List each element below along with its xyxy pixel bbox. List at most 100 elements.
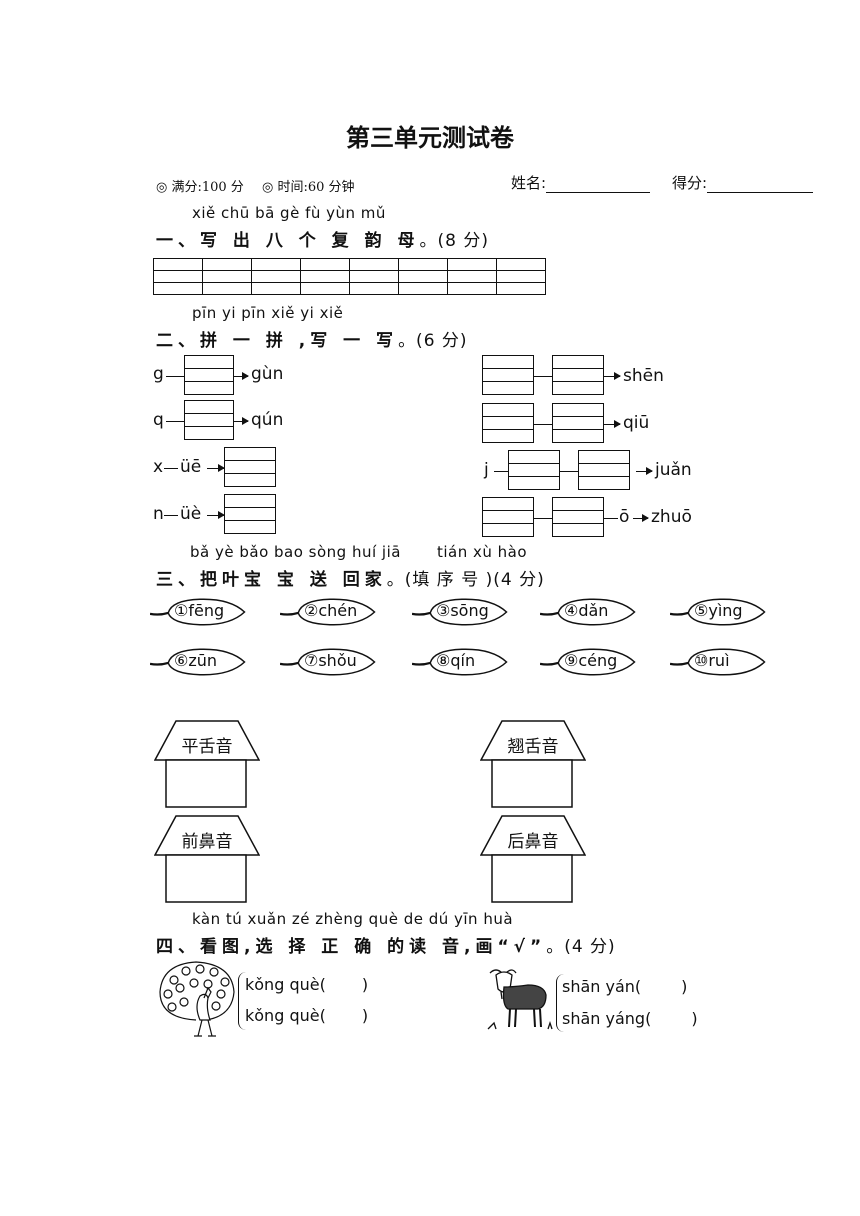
page-title: 第三单元测试卷 (346, 123, 514, 152)
syllable-shen: shēn (623, 366, 664, 386)
house-label: 前鼻音 (181, 832, 233, 852)
final-o: ō (619, 507, 630, 527)
writing-box-shen-initial[interactable] (482, 355, 534, 395)
writing-box-qun[interactable] (184, 400, 234, 440)
section3-pinyin: bǎ yè bǎo bao sòng huí jiā (190, 543, 401, 561)
arrow-icon (604, 420, 621, 428)
house-icon (154, 815, 260, 903)
house-front-nasal[interactable]: 前鼻音 (154, 815, 260, 903)
full-score-info: ◎ 满分:100 分 (156, 180, 244, 195)
score-field[interactable]: 得分: (672, 172, 814, 193)
leaf-icon (669, 598, 766, 626)
syllable-qiu: qiū (623, 413, 650, 433)
writing-box-xue[interactable] (224, 447, 276, 487)
initial-j: j (484, 460, 489, 480)
connector-line (534, 518, 552, 519)
leaf-icon (411, 648, 508, 676)
option-goat-1[interactable]: shān yán() (562, 977, 688, 996)
brace-icon (556, 974, 565, 1032)
final-ue-x: üē (180, 457, 202, 477)
writing-box-zhuo-initial[interactable] (482, 497, 534, 537)
leaf-icon (669, 648, 766, 676)
house-icon (480, 815, 586, 903)
section4-pinyin: kàn tú xuǎn zé zhèng què de dú yīn huà (192, 910, 514, 928)
house-icon (154, 720, 260, 808)
name-blank[interactable] (546, 176, 651, 193)
option-goat-2[interactable]: shān yáng() (562, 1009, 698, 1028)
option-peacock-1[interactable]: kǒng què() (245, 975, 369, 994)
writing-box-shen-final[interactable] (552, 355, 604, 395)
initial-g: g (153, 364, 164, 384)
writing-box-nue[interactable] (224, 494, 276, 534)
compound-vowel-grid[interactable] (153, 258, 546, 295)
syllable-zhuo: zhuō (651, 507, 692, 527)
score-label: 得分: (672, 174, 708, 192)
arrow-icon (636, 467, 653, 475)
syllable-qun: qún (251, 410, 284, 430)
goat-icon (487, 969, 553, 1030)
house-label: 平舌音 (181, 737, 233, 757)
connector-line (560, 471, 578, 472)
writing-box-gun[interactable] (184, 355, 234, 395)
leaf-7[interactable]: ⑦shǒu (279, 645, 380, 683)
arrow-icon (234, 417, 249, 425)
initial-n: n (153, 504, 164, 524)
leaf-10[interactable]: ⑩ruì (669, 645, 770, 683)
leaf-2[interactable]: ②chén (279, 595, 380, 633)
initial-x: x (153, 457, 164, 477)
leaf-4[interactable]: ④dǎn (539, 595, 640, 633)
writing-box-juan-final[interactable] (578, 450, 630, 490)
connector-line (164, 468, 178, 469)
leaf-6[interactable]: ⑥zūn (149, 645, 250, 683)
section1-pinyin: xiě chū bā gè fù yùn mǔ (192, 204, 386, 222)
leaf-1[interactable]: ①fēng (149, 595, 250, 633)
syllable-juan: juǎn (655, 460, 692, 480)
score-blank[interactable] (707, 176, 814, 193)
section2-heading: 二、拼 一 拼 ,写 一 写。(6 分) (156, 331, 468, 351)
leaf-5[interactable]: ⑤yìng (669, 595, 770, 633)
section2-pinyin: pīn yi pīn xiě yi xiě (192, 304, 344, 322)
syllable-gun: gùn (251, 364, 284, 384)
writing-box-qiu-initial[interactable] (482, 403, 534, 443)
writing-box-zhuo-medial[interactable] (552, 497, 604, 537)
leaf-icon (279, 648, 376, 676)
option-peacock-2[interactable]: kǒng què() (245, 1006, 369, 1025)
name-field[interactable]: 姓名: (511, 172, 651, 193)
leaf-icon (539, 598, 636, 626)
arrow-icon (604, 372, 621, 380)
connector-line (534, 424, 552, 425)
leaf-icon (149, 648, 246, 676)
arrow-icon (234, 372, 249, 380)
connector-line (534, 376, 552, 377)
house-retroflex[interactable]: 翘舌音 (480, 720, 586, 808)
section3-heading: 三、把叶宝 宝 送 回家。(填 序 号 )(4 分) (156, 570, 545, 590)
name-label: 姓名: (511, 174, 547, 192)
connector-line (166, 376, 184, 377)
house-icon (480, 720, 586, 808)
leaf-3[interactable]: ③sōng (411, 595, 512, 633)
arrow-icon (633, 514, 649, 522)
leaf-icon (539, 648, 636, 676)
connector-line (494, 471, 508, 472)
leaf-8[interactable]: ⑧qín (411, 645, 512, 683)
section3-pinyin-b: tián xù hào (437, 543, 528, 561)
leaf-icon (149, 598, 246, 626)
connector-line (604, 518, 618, 519)
peacock-icon (159, 961, 235, 1037)
arrow-icon (207, 464, 225, 472)
connector-line (166, 421, 184, 422)
arrow-icon (207, 511, 225, 519)
section4-heading: 四、看图,选 择 正 确 的读 音,画“√”。(4 分) (156, 937, 616, 957)
writing-box-qiu-final[interactable] (552, 403, 604, 443)
final-ue-n: üè (180, 504, 202, 524)
house-label: 后鼻音 (507, 832, 559, 852)
house-back-nasal[interactable]: 后鼻音 (480, 815, 586, 903)
writing-box-juan-medial[interactable] (508, 450, 560, 490)
time-info: ◎ 时间:60 分钟 (262, 180, 355, 195)
leaf-9[interactable]: ⑨céng (539, 645, 640, 683)
house-label: 翘舌音 (507, 737, 559, 757)
leaf-icon (411, 598, 508, 626)
initial-q: q (153, 410, 164, 430)
house-flat-tongue[interactable]: 平舌音 (154, 720, 260, 808)
leaf-icon (279, 598, 376, 626)
